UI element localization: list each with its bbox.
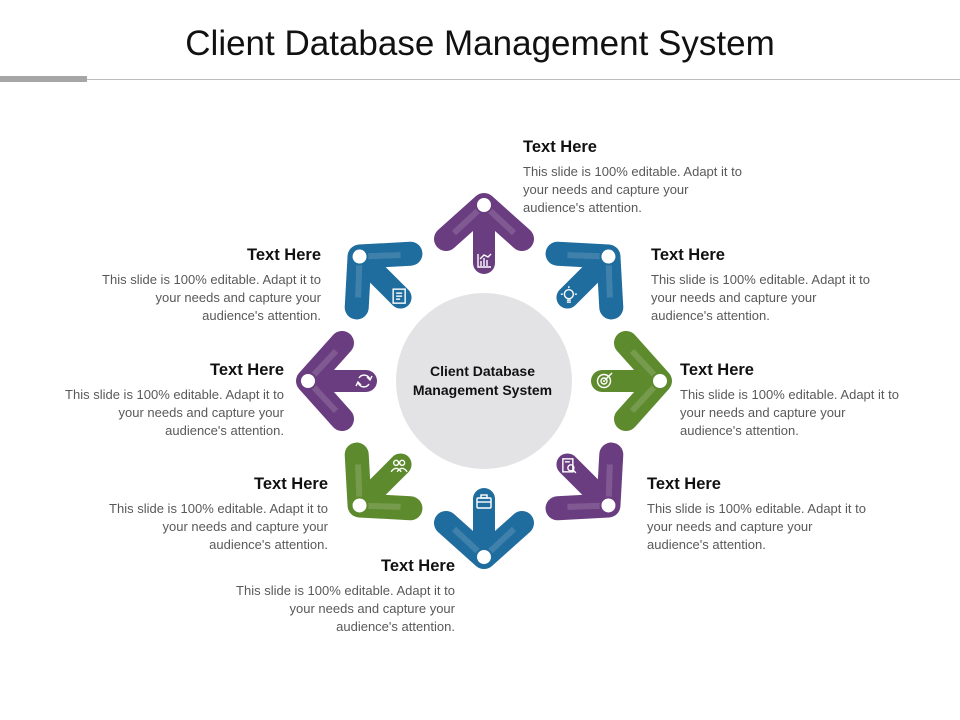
arrow-tip-dot (599, 247, 618, 266)
text-block-heading: Text Here (680, 361, 754, 379)
text-block-body: This slide is 100% editable. Adapt it to… (65, 387, 284, 438)
arrow-segment-6 (344, 442, 423, 521)
text-block-bottom: Text Here This slide is 100% editable. A… (230, 557, 455, 636)
text-block-heading: Text Here (523, 138, 597, 156)
target-icon (596, 372, 613, 389)
arrow-segment-2 (545, 241, 624, 320)
text-block-heading: Text Here (651, 246, 725, 264)
text-block-body: This slide is 100% editable. Adapt it to… (236, 583, 455, 634)
text-block-body: This slide is 100% editable. Adapt it to… (647, 501, 866, 552)
arrow-segment-3 (591, 331, 672, 431)
slide-title: Client Database Management System (185, 24, 775, 63)
text-block-top-right: Text Here This slide is 100% editable. A… (651, 246, 876, 325)
arrow-tip-dot (350, 496, 369, 515)
arrow-segment-7 (296, 331, 377, 431)
title-divider-accent (0, 76, 87, 82)
report-icon (392, 288, 406, 304)
text-block-body: This slide is 100% editable. Adapt it to… (523, 164, 742, 215)
arrow-tip-dot (299, 372, 317, 390)
text-block-body: This slide is 100% editable. Adapt it to… (651, 272, 870, 323)
center-hub (396, 293, 572, 469)
arrow-shaft (556, 246, 619, 309)
chart-icon (477, 253, 492, 268)
text-block-top: Text Here This slide is 100% editable. A… (523, 138, 748, 217)
text-block-heading: Text Here (647, 475, 721, 493)
text-block-heading: Text Here (381, 557, 455, 575)
arrow-segment-5 (434, 488, 534, 569)
arrow-segment-1 (434, 193, 534, 274)
arrow-shaft (349, 453, 412, 516)
arrow-segment-4 (545, 442, 624, 521)
arrow-segment-8 (344, 241, 423, 320)
text-block-bottom-right: Text Here This slide is 100% editable. A… (647, 475, 872, 554)
text-block-heading: Text Here (247, 246, 321, 264)
text-block-bottom-left: Text Here This slide is 100% editable. A… (103, 475, 328, 554)
text-block-heading: Text Here (210, 361, 284, 379)
briefcase-icon (476, 494, 492, 509)
center-label: Client Database Management System (412, 363, 553, 398)
text-block-body: This slide is 100% editable. Adapt it to… (680, 387, 899, 438)
text-block-body: This slide is 100% editable. Adapt it to… (102, 272, 321, 323)
text-block-top-left: Text Here This slide is 100% editable. A… (96, 246, 321, 325)
arrow-tip-dot (350, 247, 369, 266)
lightbulb-icon (560, 286, 577, 303)
team-icon (390, 459, 408, 473)
refresh-icon (355, 374, 373, 388)
text-block-body: This slide is 100% editable. Adapt it to… (109, 501, 328, 552)
text-block-left: Text Here This slide is 100% editable. A… (59, 361, 284, 440)
text-block-heading: Text Here (254, 475, 328, 493)
arrow-tip-dot (475, 548, 493, 566)
arrow-tip-dot (475, 196, 493, 214)
arrow-tip-dot (599, 496, 618, 515)
arrow-shaft (349, 246, 412, 309)
document-search-icon (562, 458, 577, 474)
text-block-right: Text Here This slide is 100% editable. A… (680, 361, 905, 440)
arrow-tip-dot (651, 372, 669, 390)
title-divider (0, 79, 960, 80)
